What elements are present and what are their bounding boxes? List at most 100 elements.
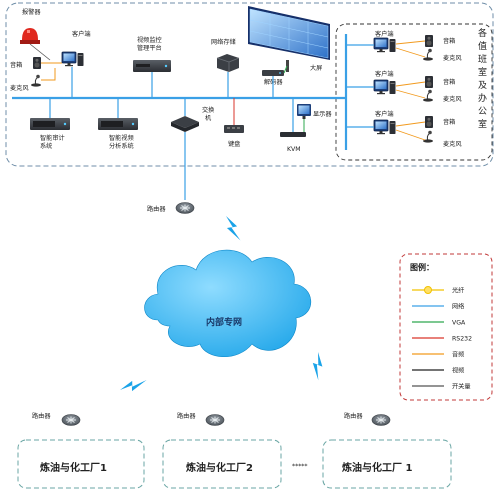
legend-label: RS232 <box>452 336 472 343</box>
legend-label: 光纤 <box>452 287 464 295</box>
client-pc-icon <box>61 51 84 67</box>
video-analysis-label: 智能视频分析系统 <box>109 134 134 150</box>
fiber-icon <box>424 286 432 294</box>
video-wall-icon <box>248 6 330 72</box>
legend-item: VGA <box>412 320 466 327</box>
legend-item: 网络 <box>412 303 464 311</box>
offices-title-char: 室 <box>478 66 487 78</box>
office-speaker-icon-3 <box>425 116 433 128</box>
storage-icon <box>216 54 240 72</box>
router-icon-plant2 <box>205 414 225 426</box>
office-mic-label-2: 麦克风 <box>443 95 462 103</box>
router-icon-plant1 <box>61 414 81 426</box>
legend-item: 音频 <box>412 351 464 359</box>
office-mic-icon-3 <box>422 130 434 144</box>
office-row-2: 客户端 音箱 麦克风 <box>346 70 462 103</box>
plant-box-3 <box>322 439 452 489</box>
video-analysis-server-icon <box>98 118 138 130</box>
switch-icon <box>171 116 199 132</box>
office-client-label-1: 客户端 <box>375 30 394 38</box>
kvm-label: KVM <box>287 146 301 153</box>
storage-label: 网络存储 <box>211 38 236 46</box>
office-row-1: 客户端 音箱 麦克风 <box>346 30 462 62</box>
sw-l2: 机 <box>205 114 212 122</box>
legend-item: RS232 <box>412 336 472 343</box>
legend-label: 视频 <box>452 367 464 375</box>
plant-label-2: 炼油与化工厂2 <box>186 461 253 474</box>
switch-label: 交换机 <box>202 106 214 122</box>
office-mic-label-3: 麦克风 <box>443 140 462 148</box>
router-label-plant1: 路由器 <box>32 412 51 420</box>
office-client-label-2: 客户端 <box>375 70 394 78</box>
keyboard-icon <box>224 125 244 133</box>
office-pc-icon-1 <box>373 37 396 53</box>
offices-title-char: 班 <box>478 53 487 65</box>
mic-icon <box>30 74 42 88</box>
legend-label: 网络 <box>452 303 464 311</box>
offices-title-char: 及 <box>478 80 487 91</box>
vms-l1: 视频监控 <box>137 36 162 44</box>
legend-item: 开关量 <box>412 383 471 391</box>
plant-label-1: 炼油与化工厂1 <box>40 461 107 474</box>
audit-label: 智能审计系统 <box>40 134 65 150</box>
offices-title-char: 室 <box>478 118 487 130</box>
plant-box-1 <box>17 439 145 489</box>
office-speaker-label-2: 音箱 <box>443 78 455 86</box>
offices-title-char: 公 <box>478 106 487 117</box>
plant-box-2 <box>162 439 282 489</box>
speaker-label: 音箱 <box>10 61 22 69</box>
office-mic-icon-2 <box>422 89 434 103</box>
link-bolt-right <box>304 352 333 381</box>
audit-server-icon <box>30 118 70 130</box>
office-mic-icon-1 <box>422 48 434 62</box>
office-speaker-icon-2 <box>425 76 433 88</box>
router-icon-top <box>175 202 195 214</box>
kvm-icon <box>280 132 306 137</box>
legend-label: 开关量 <box>452 383 471 391</box>
cloud-label: 内部专网 <box>206 316 242 328</box>
office-mic-label-1: 麦克风 <box>443 54 462 62</box>
office-client-label-3: 客户端 <box>375 110 394 118</box>
audit-l1: 智能审计 <box>40 134 65 142</box>
legend-title: 图例： <box>410 262 434 272</box>
legend-label: VGA <box>452 320 466 327</box>
va-l2: 分析系统 <box>109 142 134 150</box>
monitor-label: 显示器 <box>313 111 332 118</box>
cloud-icon <box>144 249 312 357</box>
legend-item: 视频 <box>412 367 464 375</box>
decoder-label: 解码器 <box>264 78 283 86</box>
monitor-icon <box>297 104 311 119</box>
offices-title-char: 办 <box>478 92 487 104</box>
sw-l1: 交换 <box>202 106 214 114</box>
legend-item: 光纤 <box>412 286 464 295</box>
offices-box <box>335 23 493 161</box>
router-icon-plant3 <box>371 414 391 426</box>
office-pc-icon-3 <box>373 119 396 135</box>
vms-label: 视频监控管理平台 <box>137 36 162 52</box>
router-label-top: 路由器 <box>147 205 166 213</box>
link-bolt-top <box>219 216 247 241</box>
audit-l2: 系统 <box>40 142 52 150</box>
vms-l2: 管理平台 <box>137 44 162 52</box>
plant-label-3: 炼油与化工厂 1 <box>342 461 412 474</box>
alarm-label: 报警器 <box>22 8 41 16</box>
bigscreen-label: 大屏 <box>310 64 322 72</box>
decoder-icon <box>262 70 284 76</box>
offices-title-char: 各 <box>478 27 487 39</box>
office-speaker-label-1: 音箱 <box>443 37 455 45</box>
office-pc-icon-2 <box>373 79 396 95</box>
va-l1: 智能视频 <box>109 134 134 142</box>
offices-title-char: 值 <box>478 40 487 52</box>
legend-label: 音频 <box>452 351 464 359</box>
alarm-icon <box>20 28 40 44</box>
router-label-plant3: 路由器 <box>344 412 363 420</box>
plant-ellipsis: ***** <box>292 463 307 470</box>
speaker-icon <box>33 57 41 69</box>
office-speaker-icon-1 <box>425 35 433 47</box>
mic-label: 麦克风 <box>10 84 29 92</box>
legend-box <box>399 253 493 401</box>
office-speaker-label-3: 音箱 <box>443 118 455 126</box>
offices-title: 各值班室及办公室 <box>478 27 487 130</box>
